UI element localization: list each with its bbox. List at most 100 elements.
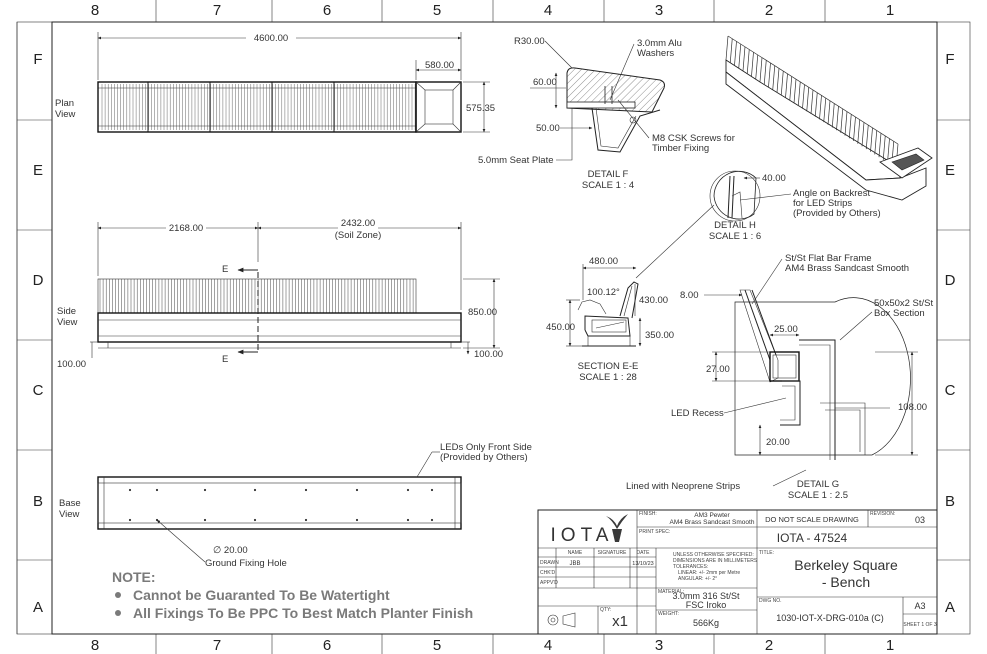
tb-no-scale: DO NOT SCALE DRAWING (765, 515, 859, 524)
base-note-leds: LEDs Only Front Side (440, 442, 532, 453)
detail-h-scale: SCALE 1 : 6 (709, 231, 761, 242)
tb-finish-1: AM3 Pewter (694, 512, 730, 519)
detail-h-angle-1: Angle on Backrest (793, 188, 870, 199)
tb-tol-2: DIMENSIONS ARE IN MILLIMETERS (673, 558, 758, 564)
detail-f-dim-50: 50.00 (536, 123, 560, 134)
zone-col-8-top: 8 (91, 2, 99, 19)
zone-col-7-top: 7 (213, 2, 221, 19)
plan-dim-depth: 575.35 (466, 103, 495, 114)
zone-row-e-right: E (945, 162, 955, 179)
notes-heading: NOTE: (112, 569, 156, 585)
tb-drawn-date: 13/10/23 (632, 561, 653, 567)
zone-row-b-right: B (945, 493, 955, 510)
section-ee-dim-350: 350.00 (645, 330, 674, 341)
detail-g-dim-8: 8.00 (680, 290, 699, 301)
zone-row-d-left: D (33, 272, 44, 289)
detail-g-box-2: Box Section (874, 308, 925, 319)
inner-border (51, 21, 938, 635)
detail-g-neoprene: Lined with Neoprene Strips (626, 481, 740, 492)
zone-row-b-left: B (33, 493, 43, 510)
detail-f-scale: SCALE 1 : 4 (582, 180, 634, 191)
tb-finish-label: FINISH: (639, 511, 657, 517)
side-slats (99, 279, 414, 313)
side-dim-base: 100.00 (474, 349, 503, 360)
notes-block: NOTE: Cannot be Guaranted To Be Watertig… (112, 569, 473, 621)
isometric-view (725, 35, 933, 201)
zone-col-2-bottom: 2 (765, 637, 773, 654)
detail-g-frame-1: St/St Flat Bar Frame (785, 253, 872, 264)
base-hole-label: Ground Fixing Hole (205, 558, 287, 569)
tb-drawn-label: DRAWN (540, 560, 559, 566)
zone-col-1-bottom: 1 (886, 637, 894, 654)
detail-f: R30.00 3.0mm Alu Washers 60.00 50.00 M8 … (478, 36, 735, 191)
zone-row-f-right: F (945, 51, 954, 68)
section-ee-dim-450: 450.00 (546, 322, 575, 333)
detail-h-angle-2: for LED Strips (793, 198, 852, 209)
tb-tol-1: UNLESS OTHERWISE SPECIFIED: (673, 552, 754, 558)
detail-g: St/St Flat Bar Frame AM4 Brass Sandcast … (626, 253, 934, 501)
zone-col-1-top: 1 (886, 2, 894, 19)
section-ee-title: SECTION E-E (578, 361, 639, 372)
detail-g-dim-20: 20.00 (766, 437, 790, 448)
section-ee-angle: 100.12° (587, 287, 620, 298)
tb-project-no: IOTA - 47524 (777, 531, 848, 545)
zone-labels: 8 7 6 5 4 3 2 1 8 7 6 5 4 3 2 1 F E D C … (33, 2, 956, 654)
tb-material-2: FSC Iroko (686, 600, 727, 610)
note-1: Cannot be Guaranted To Be Watertight (133, 587, 390, 603)
tb-size: A3 (914, 601, 925, 611)
zone-col-3-bottom: 3 (655, 637, 663, 654)
tb-print-spec: PRINT SPEC: (639, 529, 670, 535)
section-ee-dim-480: 480.00 (589, 256, 618, 267)
zone-row-a-left: A (33, 599, 43, 616)
tb-appvd-label: APPV'D (540, 580, 558, 586)
tb-name-header: NAME (568, 550, 583, 556)
detail-f-washers: 3.0mm Alu (637, 38, 682, 49)
base-holes (128, 488, 434, 522)
note-2: All Fixings To Be PPC To Best Match Plan… (133, 605, 473, 621)
side-dim-height: 850.00 (468, 307, 497, 318)
section-mark-bottom: E (222, 354, 228, 365)
detail-g-scale: SCALE 1 : 2.5 (788, 490, 848, 501)
detail-g-recess: LED Recess (671, 408, 724, 419)
tb-qty-label: QTY: (600, 607, 611, 613)
zone-row-c-left: C (33, 382, 44, 399)
detail-h-angle-3: (Provided by Others) (793, 208, 881, 219)
tb-drawn-name: JBB (569, 561, 580, 567)
side-dim-base-left: 100.00 (57, 359, 86, 370)
section-ee-scale: SCALE 1 : 28 (579, 372, 637, 383)
tb-title-label: TITLE: (759, 550, 774, 556)
plan-slats (98, 82, 416, 132)
zone-col-6-bottom: 6 (323, 637, 331, 654)
detail-g-box-1: 50x50x2 St/St (874, 298, 934, 309)
detail-g-dim-108: 108.00 (898, 402, 927, 413)
base-hole-dim: ∅ 20.00 (213, 545, 248, 556)
tb-sheet: SHEET 1 OF 3 (903, 622, 936, 628)
zone-col-3-top: 3 (655, 2, 663, 19)
zone-col-8-bottom: 8 (91, 637, 99, 654)
zone-row-c-right: C (945, 382, 956, 399)
detail-f-radius: R30.00 (514, 36, 545, 47)
leaf-logo-icon (606, 514, 628, 542)
side-dim-right-note: (Soil Zone) (335, 230, 381, 241)
tb-dwg-no: 1030-IOT-X-DRG-010a (C) (776, 613, 884, 623)
detail-g-frame-2: AM4 Brass Sandcast Smooth (785, 263, 909, 274)
zone-col-4-top: 4 (544, 2, 552, 19)
projection-icon (547, 612, 576, 628)
tb-title-1: Berkeley Square (794, 557, 898, 573)
tb-finish-2: AM4 Brass Sandcast Smooth (670, 519, 755, 526)
section-ee-dim-430: 430.00 (639, 295, 668, 306)
tb-revision-label: REVISION: (870, 511, 895, 517)
zone-col-4-bottom: 4 (544, 637, 552, 654)
detail-f-washers-2: Washers (637, 48, 674, 59)
side-dim-right: 2432.00 (341, 218, 375, 229)
section-ee: 480.00 100.12° 430.00 450.00 350.00 SECT… (546, 256, 674, 383)
detail-f-screws-2: Timber Fixing (652, 143, 709, 154)
zone-row-f-left: F (33, 51, 42, 68)
plan-dim-overall: 4600.00 (254, 33, 288, 44)
